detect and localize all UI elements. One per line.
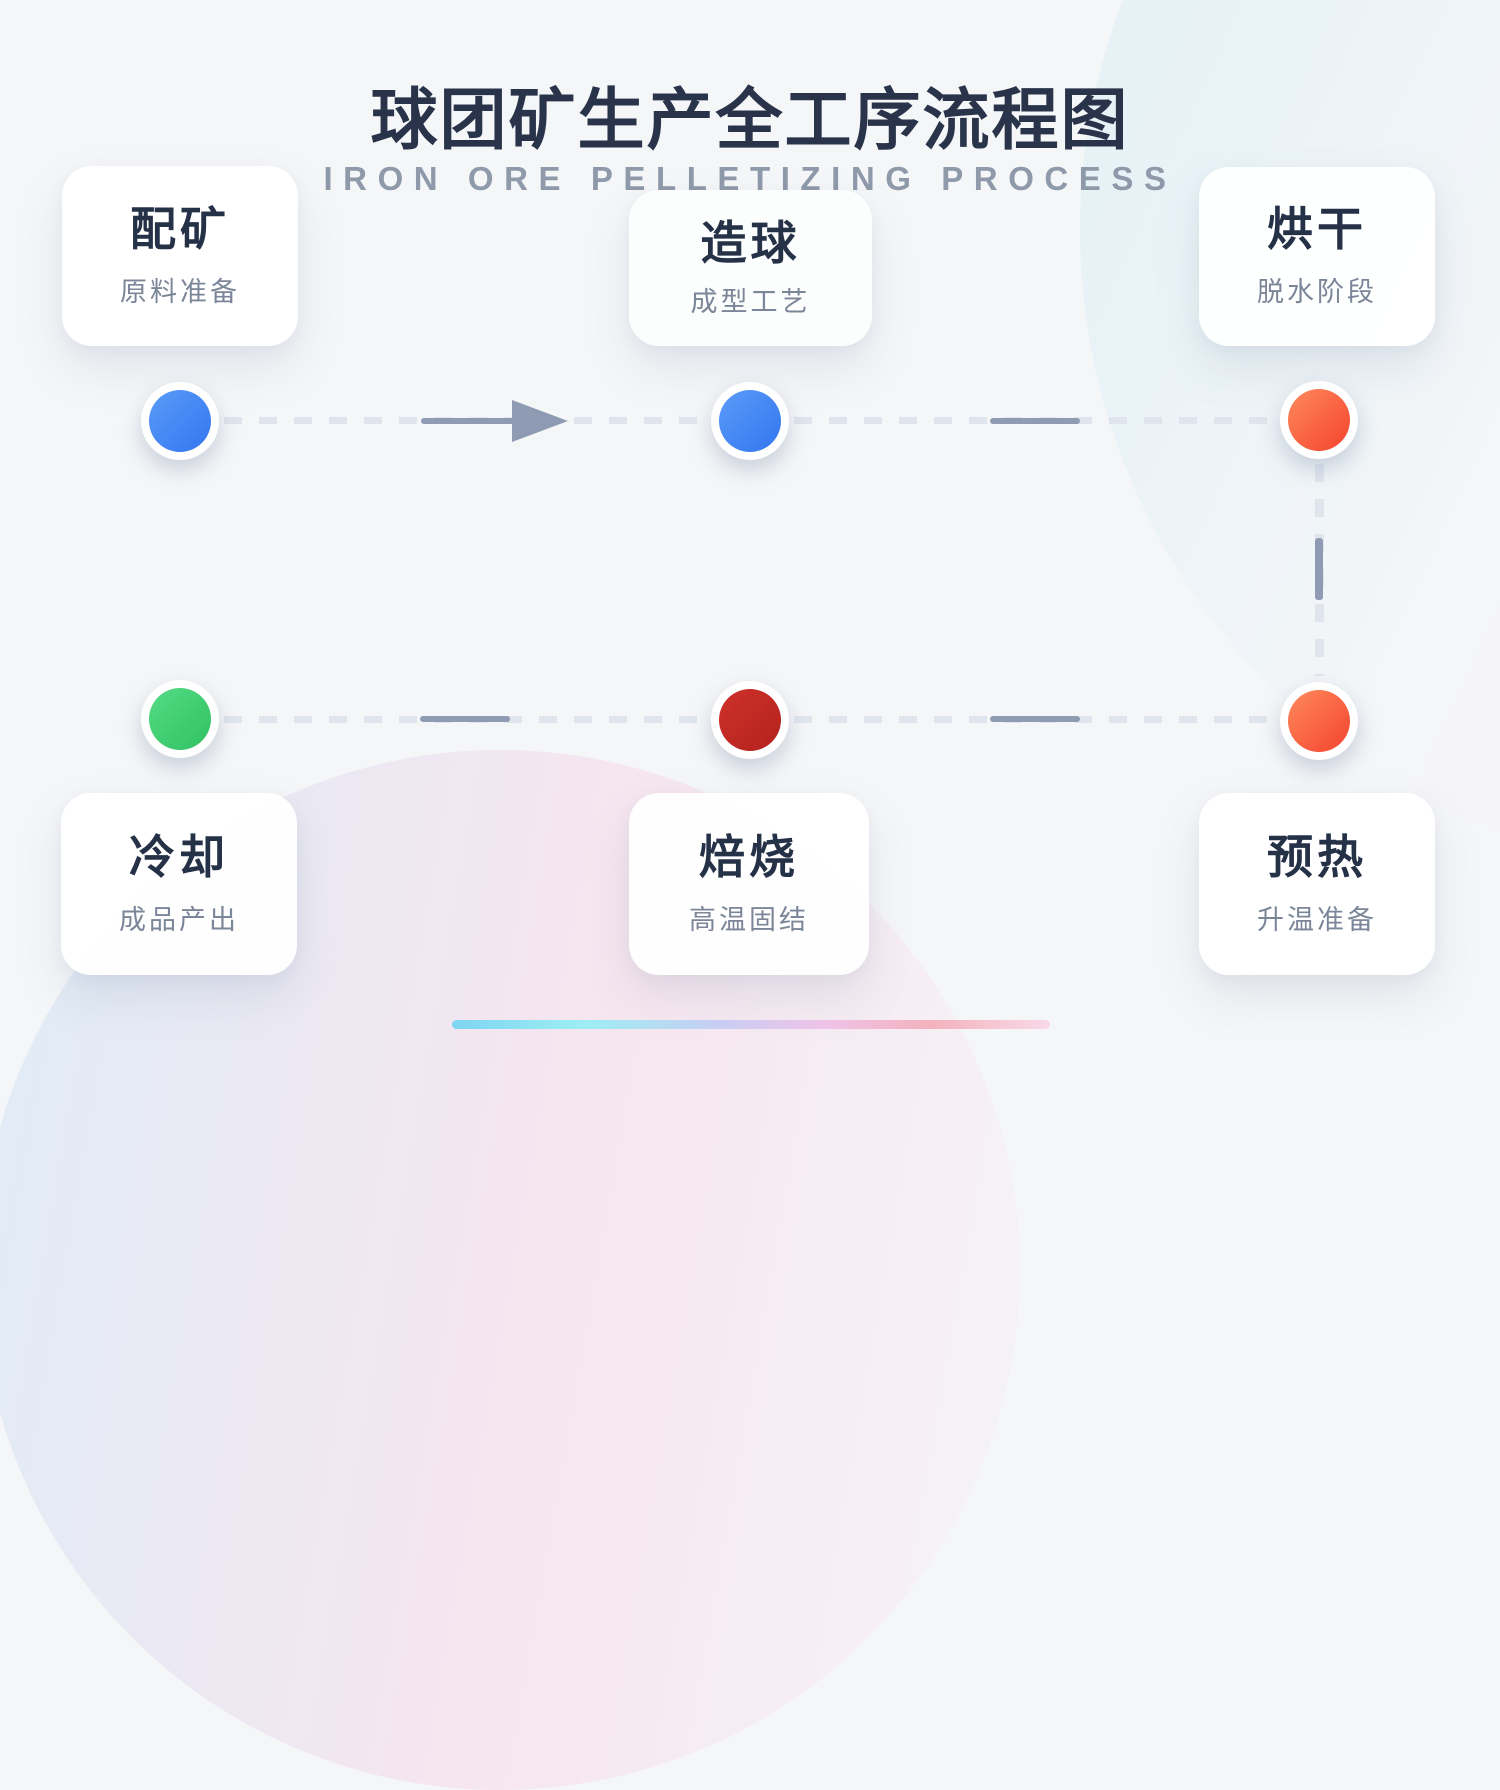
node-dot-yure-fill — [1288, 690, 1350, 752]
node-dot-zaoqiu-fill — [719, 390, 781, 452]
step-subtitle-yure: 升温准备 — [1257, 904, 1377, 935]
step-subtitle-zaoqiu: 成型工艺 — [690, 286, 811, 317]
step-card-honggan: 烘干 脱水阶段 — [1199, 167, 1435, 346]
connector-solid-bottom-left — [420, 716, 510, 722]
step-title-lengque: 冷却 — [129, 831, 229, 883]
node-dot-lengque-fill — [149, 688, 211, 750]
node-dot-yure — [1280, 682, 1358, 760]
step-subtitle-peikuang: 原料准备 — [120, 276, 240, 307]
flow-arrow-head-icon — [512, 400, 568, 442]
connector-solid-bottom-right — [990, 716, 1080, 722]
step-subtitle-lengque: 成品产出 — [119, 904, 239, 935]
flow-arrow-shaft — [421, 418, 516, 424]
node-dot-peikuang-fill — [149, 390, 211, 452]
step-title-peikuang: 配矿 — [130, 203, 230, 255]
node-dot-zaoqiu — [711, 382, 789, 460]
step-card-yure: 预热 升温准备 — [1199, 793, 1435, 975]
step-title-yure: 预热 — [1267, 831, 1367, 883]
step-title-zaoqiu: 造球 — [700, 217, 801, 269]
step-title-beishao: 焙烧 — [699, 831, 799, 883]
page-title: 球团矿生产全工序流程图 — [370, 84, 1130, 158]
node-dot-beishao-fill — [719, 689, 781, 751]
step-card-zaoqiu: 造球 成型工艺 — [629, 190, 872, 346]
step-card-beishao: 焙烧 高温固结 — [629, 793, 869, 975]
node-dot-lengque — [141, 680, 219, 758]
node-dot-peikuang — [141, 382, 219, 460]
step-subtitle-honggan: 脱水阶段 — [1257, 277, 1377, 307]
step-subtitle-beishao: 高温固结 — [689, 904, 809, 935]
step-card-lengque: 冷却 成品产出 — [61, 793, 297, 975]
node-dot-honggan-fill — [1288, 389, 1350, 451]
connector-solid-vertical — [1315, 538, 1323, 600]
step-title-honggan: 烘干 — [1267, 204, 1367, 255]
accent-gradient-bar — [452, 1020, 1050, 1029]
node-dot-honggan — [1280, 381, 1358, 459]
step-card-peikuang: 配矿 原料准备 — [62, 166, 298, 346]
node-dot-beishao — [711, 681, 789, 759]
connector-solid-top-right — [990, 418, 1080, 424]
